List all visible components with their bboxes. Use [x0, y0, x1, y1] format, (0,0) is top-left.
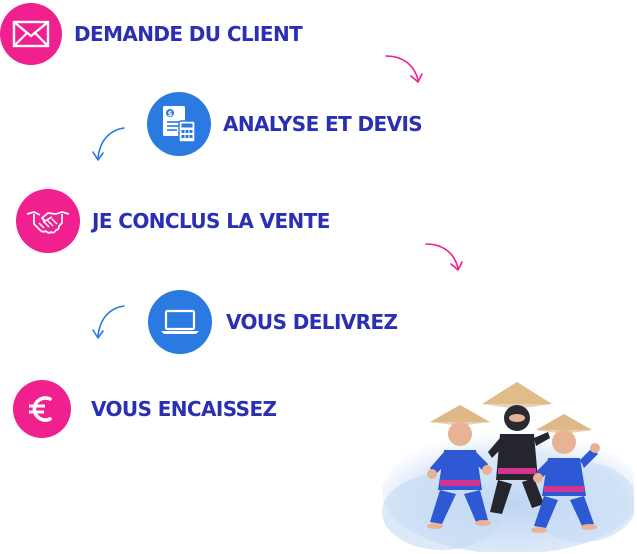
step-label: VOUS ENCAISSEZ: [91, 397, 277, 421]
curved-arrow-icon: [425, 243, 463, 271]
handshake-icon: [16, 189, 80, 253]
curved-arrow-icon: [92, 305, 125, 339]
euro-icon: [13, 380, 71, 438]
laptop-icon: [148, 290, 212, 354]
step-label: VOUS DELIVREZ: [226, 310, 398, 334]
step-analyse-et-devis: $ ANALYSE ET DEVIS: [147, 92, 423, 156]
curved-arrow-icon: [385, 55, 423, 83]
envelope-icon: [0, 3, 62, 65]
curved-arrow-icon: [92, 127, 125, 161]
svg-text:$: $: [168, 110, 173, 118]
step-label: ANALYSE ET DEVIS: [223, 112, 423, 136]
ninja-team-illustration: [382, 382, 634, 552]
ninja-left: [427, 405, 492, 529]
step-label: JE CONCLUS LA VENTE: [92, 209, 330, 233]
ninja-right: [531, 414, 600, 533]
step-vous-encaissez: VOUS ENCAISSEZ: [13, 380, 277, 438]
step-vous-delivrez: VOUS DELIVREZ: [148, 290, 398, 354]
ninja-middle: [482, 382, 552, 514]
step-je-conclus-la-vente: JE CONCLUS LA VENTE: [16, 189, 330, 253]
step-demande-du-client: DEMANDE DU CLIENT: [0, 3, 303, 65]
invoice-calculator-icon: $: [147, 92, 211, 156]
step-label: DEMANDE DU CLIENT: [74, 22, 303, 46]
